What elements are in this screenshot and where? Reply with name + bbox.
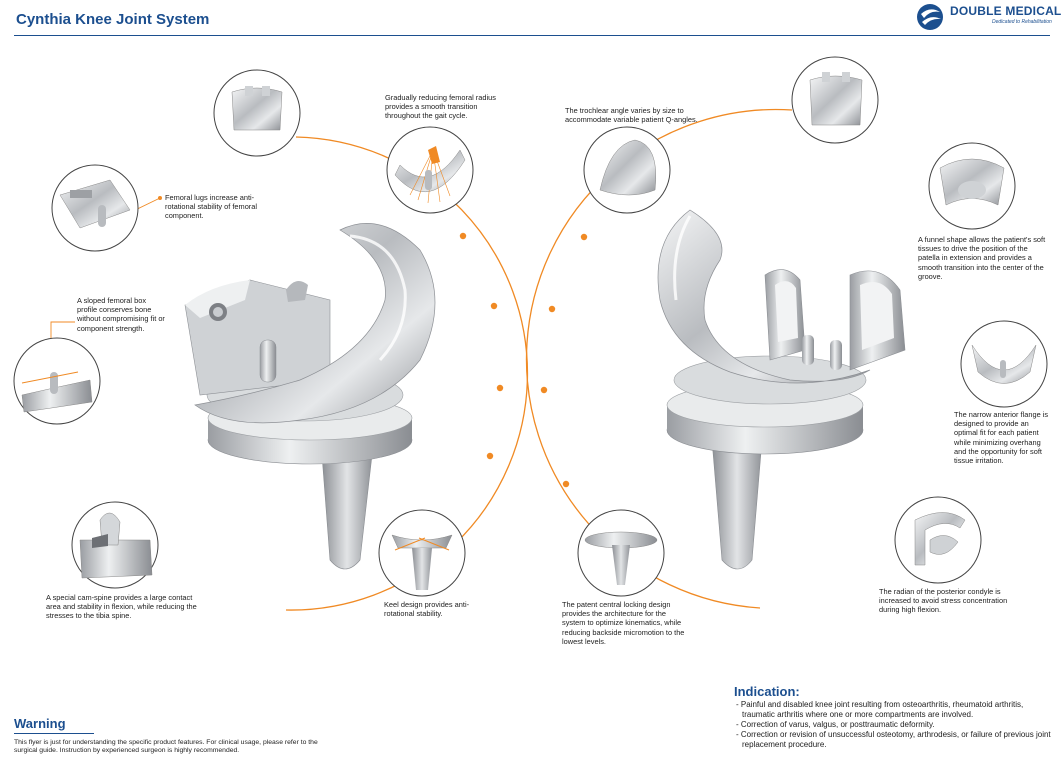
left-knee-implant <box>184 223 436 570</box>
indication-list: - Painful and disabled knee joint result… <box>734 700 1054 750</box>
callout-femoral-radius: Gradually reducing femoral radius provid… <box>385 93 496 121</box>
indication-item: - Painful and disabled knee joint result… <box>736 700 1024 719</box>
indication-title: Indication: <box>734 684 800 699</box>
callout-femoral-lugs: Femoral lugs increase anti-rotational st… <box>165 193 258 221</box>
detail-circle-keel <box>378 509 466 597</box>
callout-funnel: A funnel shape allows the patient's soft… <box>918 235 1046 281</box>
detail-circle-cam-spine <box>71 501 159 589</box>
warning-text: This flyer is just for understanding the… <box>14 739 318 755</box>
callout-cam-spine: A special cam-spine provides a large con… <box>46 593 197 621</box>
detail-circle-femoral-top-left <box>213 69 301 157</box>
detail-circle-funnel <box>928 142 1016 230</box>
brand-tagline: Dedicated to Rehabilitation <box>992 19 1052 25</box>
warning-title: Warning <box>14 716 66 731</box>
detail-circle-posterior-condyle <box>894 496 982 584</box>
callout-locking: The patent central locking design provid… <box>562 600 685 646</box>
page-title: Cynthia Knee Joint System <box>16 11 210 28</box>
double-medical-logo-icon <box>917 4 943 30</box>
callout-posterior-condyle: The radian of the posterior condyle is i… <box>879 587 1008 615</box>
brand-logo: DOUBLE MEDICAL Dedicated to Rehabilitati… <box>916 2 1061 32</box>
detail-circle-anterior-flange <box>960 320 1048 408</box>
detail-circle-femoral-radius <box>386 126 474 214</box>
callout-anterior-flange: The narrow anterior flange is designed t… <box>954 410 1049 466</box>
warning-underline <box>14 733 94 734</box>
callout-sloped-box: A sloped femoral box profile conserves b… <box>77 296 165 333</box>
detail-circle-femoral-lugs <box>51 164 139 252</box>
callout-trochlear: The trochlear angle varies by size to ac… <box>565 106 698 125</box>
detail-circle-trochlear <box>583 126 671 214</box>
detail-circle-sloped-box <box>13 337 101 425</box>
right-knee-implant <box>657 209 906 570</box>
brand-name: DOUBLE MEDICAL <box>950 4 1062 18</box>
header-divider <box>14 35 1050 36</box>
indication-item: - Correction or revision of unsuccessful… <box>736 730 1051 749</box>
detail-circle-locking <box>577 509 665 597</box>
detail-circle-femoral-top-right <box>791 56 879 144</box>
indication-item: - Correction of varus, valgus, or posttr… <box>736 720 935 729</box>
callout-keel: Keel design provides anti-rotational sta… <box>384 600 470 619</box>
